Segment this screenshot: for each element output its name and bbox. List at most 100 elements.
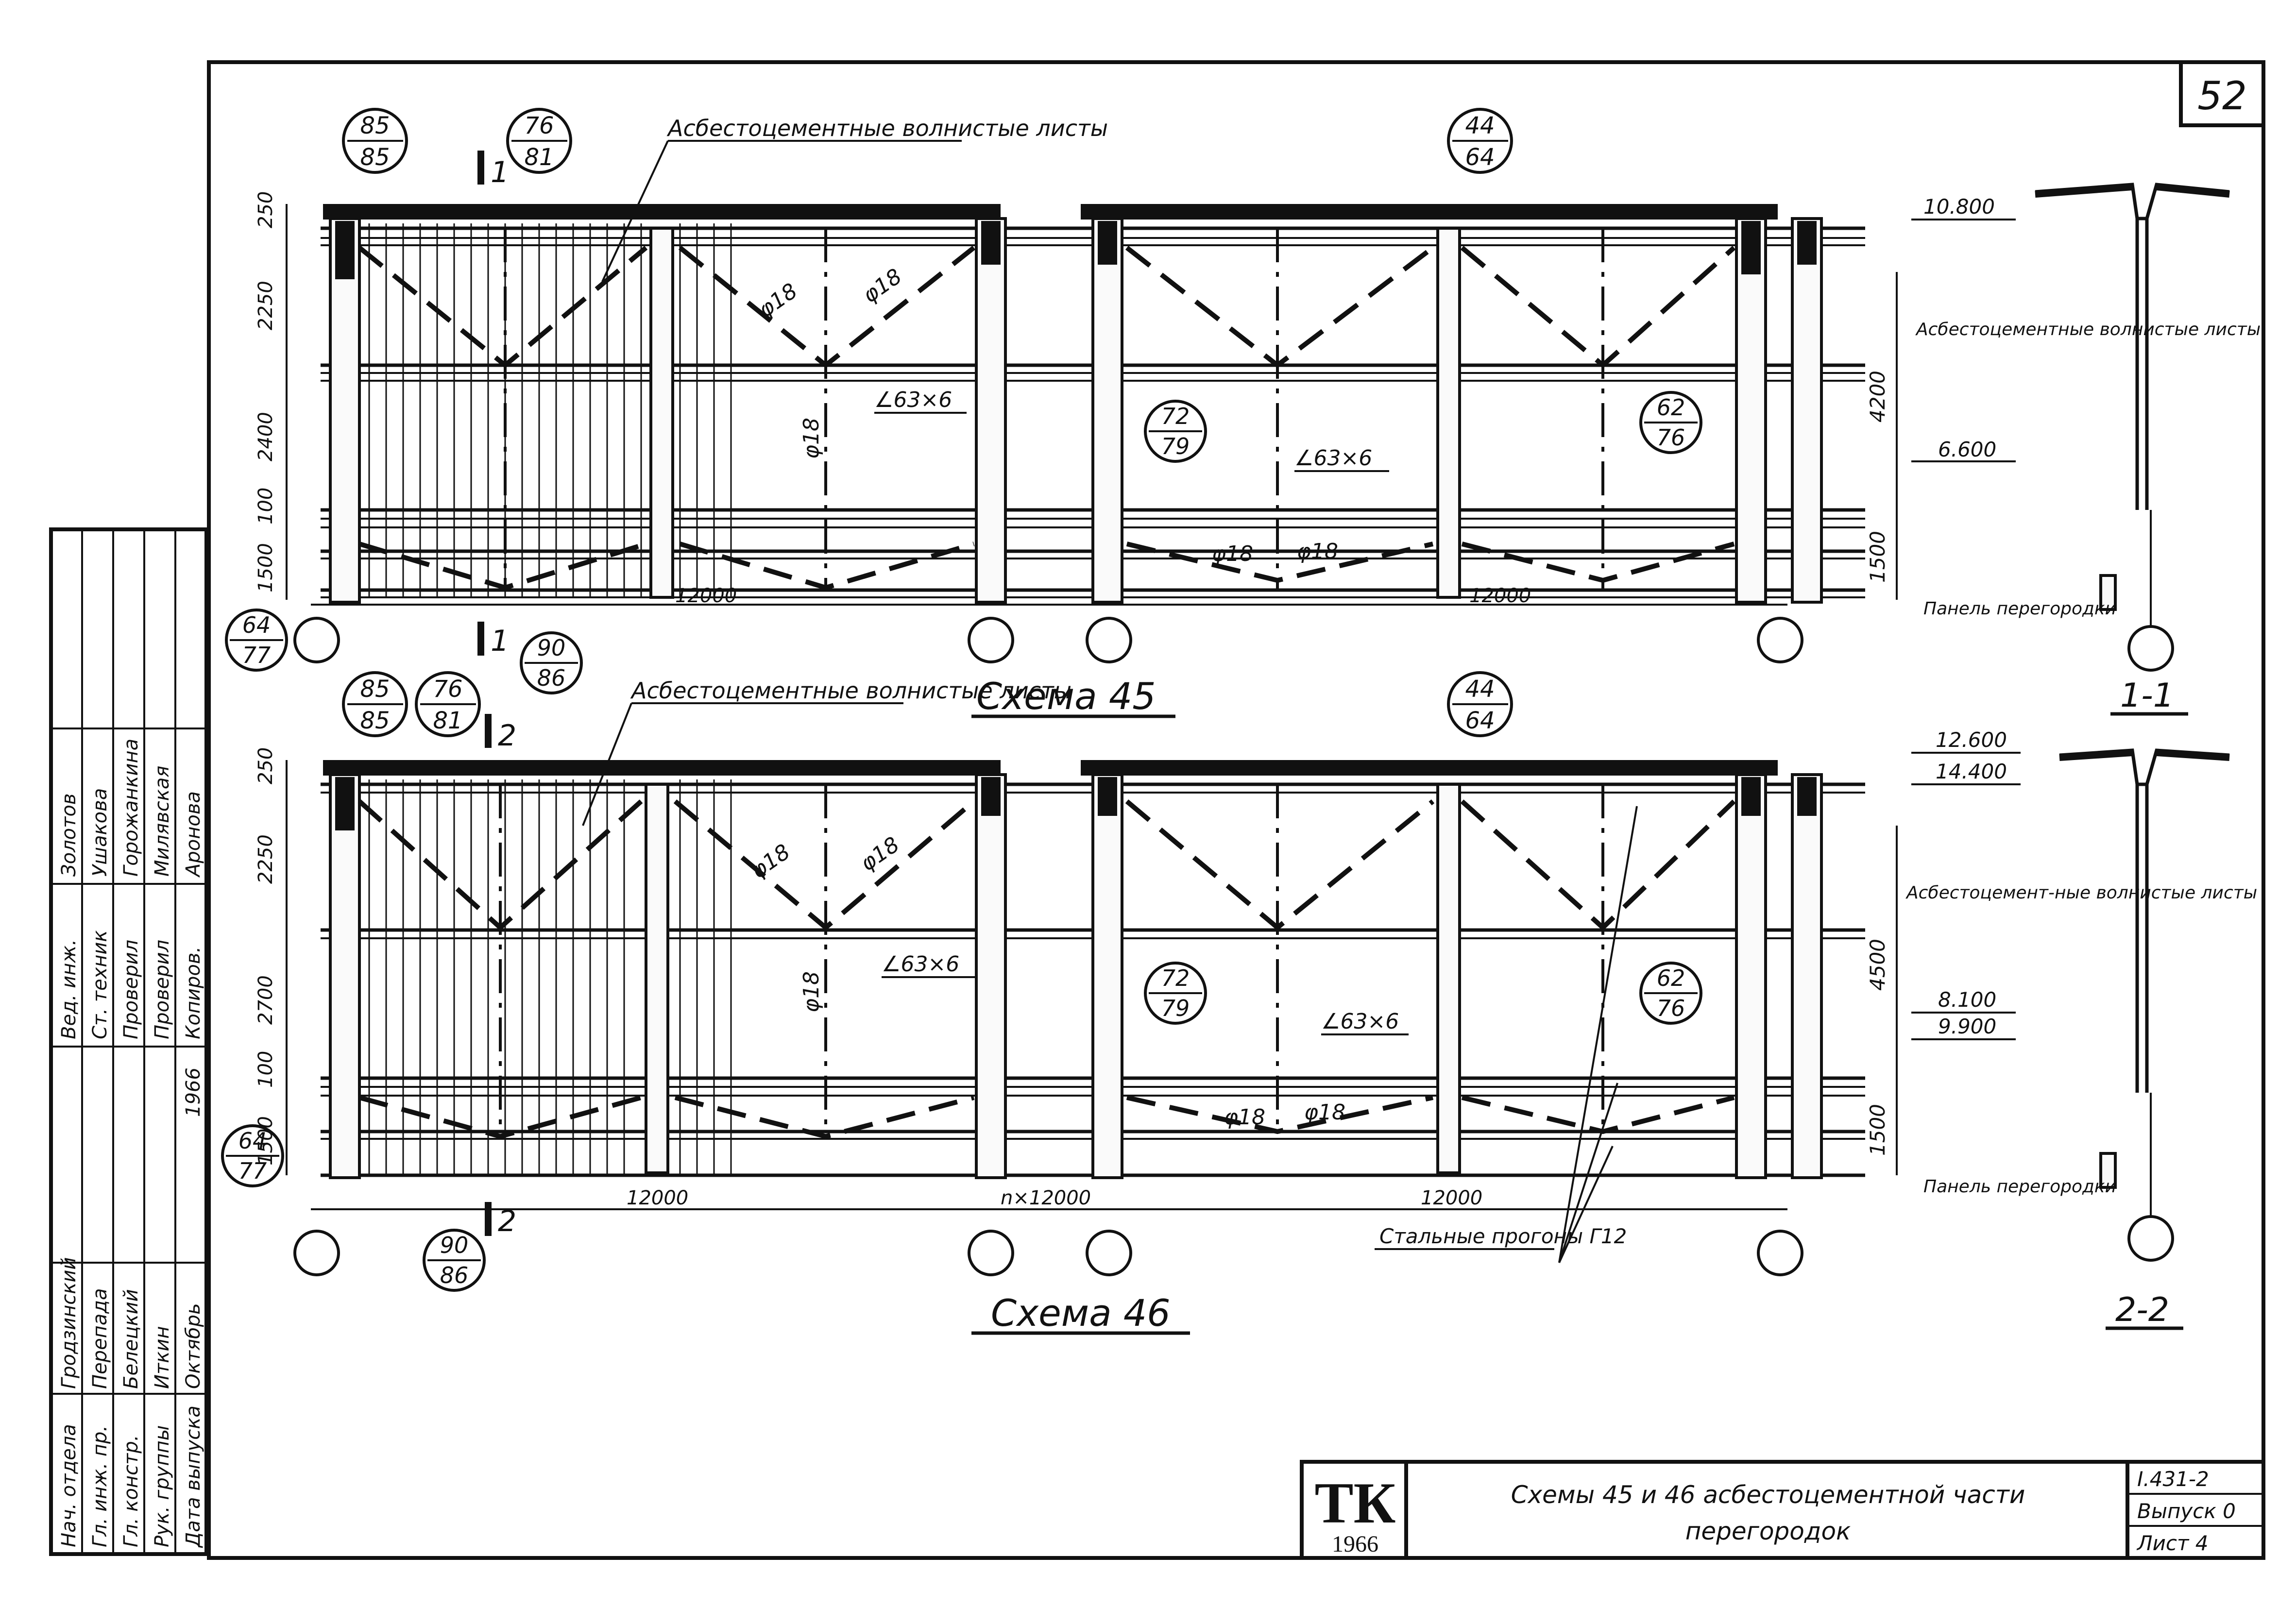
svg-text:76: 76: [1657, 424, 1685, 451]
svg-text:100: 100: [255, 488, 277, 524]
detail-mark-g: 90 86: [520, 631, 583, 694]
svg-text:77: 77: [242, 642, 271, 668]
svg-text:1500: 1500: [1866, 1104, 1889, 1156]
roof-slab-right: [1081, 760, 1778, 776]
rod-label: φ18: [1212, 541, 1253, 566]
section-1-1: 10.800 6.600 Асбестоцементные волнистые …: [1911, 183, 2261, 716]
section-sheets-label: Асбестоцементные волнистые листы: [1915, 320, 2261, 339]
svg-text:4500: 4500: [1866, 939, 1889, 991]
rod-label: φ18: [1304, 1100, 1345, 1125]
section-label: 2-2: [2115, 1291, 2169, 1329]
svg-text:1500: 1500: [255, 1116, 277, 1166]
drawing-title-line1: Схемы 45 и 46 асбестоцементной части: [1511, 1481, 2025, 1509]
svg-text:86: 86: [537, 665, 566, 691]
roof-slab-left: [323, 760, 1001, 776]
detail-mark-e: 62 76: [1639, 391, 1702, 454]
svg-text:44: 44: [1465, 676, 1495, 703]
stamp-cell: Дата выпуска: [182, 1405, 204, 1548]
span-label: 12000: [1421, 1187, 1482, 1209]
section-2-2: 12.600 14.400 8.100 9.900 Асбестоцемент-…: [1905, 728, 2257, 1330]
logo: ТК: [1314, 1471, 1395, 1535]
scheme-46-title: Схема 46: [991, 1291, 1171, 1335]
svg-text:12.600: 12.600: [1936, 728, 2007, 752]
svg-text:64: 64: [238, 1128, 267, 1154]
stamp-cell: Вед. инж.: [58, 939, 80, 1039]
sheets-note: Асбестоцементные волнистые листы: [630, 677, 1071, 704]
svg-text:10.800: 10.800: [1923, 195, 1995, 219]
angle-label: ∠63×6: [882, 952, 959, 977]
svg-text:85: 85: [360, 112, 390, 139]
rod-label: φ18: [1297, 539, 1338, 564]
svg-text:1500: 1500: [1866, 531, 1889, 583]
stamp-cell: Нач. отдела: [58, 1424, 80, 1547]
rod-label: φ18: [799, 418, 824, 459]
svg-text:2250: 2250: [255, 834, 277, 884]
stamp-cell: Копиров.: [182, 947, 204, 1039]
svg-text:85: 85: [360, 707, 390, 734]
bracing: [357, 228, 1736, 591]
dims-left: 250 2250 2700 100 1500: [255, 747, 288, 1175]
purlins-callout: Стальные прогоны Г12: [1375, 806, 1638, 1263]
detail-mark-a: 85 85: [342, 671, 408, 737]
stamp-cell: Проверил: [120, 940, 142, 1039]
detail-mark-a: 85 85: [342, 108, 408, 174]
svg-text:72: 72: [1161, 403, 1190, 429]
roof-slab-right: [1081, 204, 1778, 220]
axis-bubbles: [293, 617, 2174, 672]
rod-label: φ18: [858, 264, 906, 308]
stamp-cell: Октябрь: [182, 1303, 204, 1389]
detail-mark-g: 90 86: [423, 1229, 486, 1292]
rod-label: φ18: [1224, 1105, 1265, 1130]
angle-label: ∠63×6: [1294, 446, 1372, 471]
svg-text:2700: 2700: [255, 975, 277, 1025]
svg-text:81: 81: [433, 707, 462, 734]
span-label: 12000: [675, 585, 737, 607]
purlins-label: Стальные прогоны Г12: [1379, 1224, 1627, 1248]
angle-label: ∠63×6: [874, 388, 952, 412]
svg-text:8.100: 8.100: [1938, 988, 1996, 1012]
dims-right: 4500 1500: [1866, 826, 1898, 1175]
sheet-label: Лист 4: [2136, 1531, 2209, 1555]
svg-text:2: 2: [498, 719, 516, 753]
detail-mark-e: 62 76: [1639, 962, 1702, 1025]
svg-text:85: 85: [360, 144, 390, 171]
stamp-cell: Иткин: [151, 1326, 173, 1389]
stamp-cell: Золотов: [58, 793, 80, 877]
detail-mark-b: 76 81: [415, 671, 481, 737]
section-sheets-label: Асбестоцемент-ные волнистые листы: [1905, 883, 2257, 903]
detail-mark-f: 64 77: [221, 1124, 284, 1187]
roof-slab-left: [323, 204, 1001, 220]
svg-text:44: 44: [1465, 112, 1495, 139]
detail-mark-c: 44 64: [1447, 108, 1513, 174]
svg-text:79: 79: [1161, 995, 1190, 1021]
svg-text:64: 64: [242, 612, 271, 638]
stamp-cell: Перепада: [89, 1288, 111, 1389]
section-label: 1-1: [2120, 677, 2174, 715]
axis-bubbles: [293, 1215, 2174, 1276]
stamp-cell: Гл. констр.: [120, 1435, 142, 1547]
svg-text:62: 62: [1657, 965, 1685, 991]
svg-text:72: 72: [1161, 965, 1190, 991]
detail-mark-d: 72 79: [1144, 962, 1207, 1025]
stamp-cell: Белецкий: [120, 1289, 142, 1389]
sheet-frame: 52: [207, 60, 2265, 1560]
svg-text:2400: 2400: [255, 412, 277, 461]
rod-label: φ18: [747, 839, 795, 883]
stamp-cell: Аронова: [182, 791, 204, 878]
stamp-cell: Гл. инж. пр.: [89, 1425, 111, 1547]
svg-text:76: 76: [433, 676, 462, 703]
span-label: 12000: [1469, 585, 1531, 607]
sheets-note: Асбестоцементные волнистые листы: [666, 115, 1108, 141]
title-block: ТК 1966 Схемы 45 и 46 асбестоцементной ч…: [1300, 1460, 2265, 1560]
panel-label: Панель перегородки: [1923, 1177, 2116, 1197]
svg-text:250: 250: [255, 747, 277, 784]
rod-label: φ18: [799, 971, 824, 1013]
svg-text:76: 76: [1657, 995, 1685, 1021]
detail-mark-d: 72 79: [1144, 400, 1207, 463]
svg-text:90: 90: [440, 1232, 469, 1258]
stamp-cell: Ушакова: [89, 788, 111, 877]
stamp-cell: Милявская: [151, 766, 173, 877]
sheet-number: 52: [2197, 73, 2247, 118]
svg-text:90: 90: [537, 635, 566, 661]
